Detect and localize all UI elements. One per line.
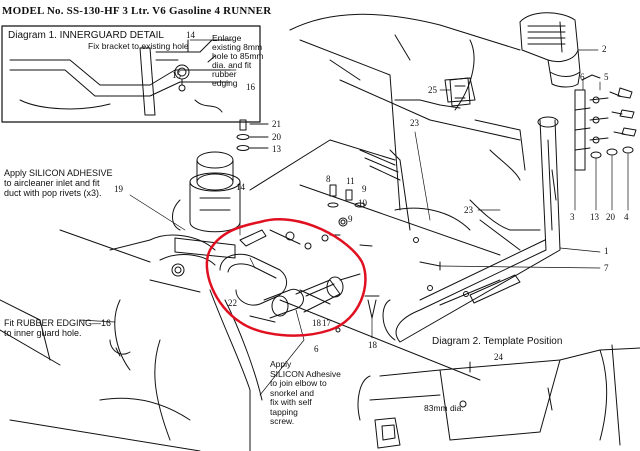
callout-18-low: 18 [368, 340, 377, 350]
silicon1-line-2: to aircleaner inlet and fit [4, 178, 100, 188]
snorkel-body [382, 116, 561, 343]
enlarge-line-1: Enlarge [212, 33, 242, 43]
callout-2: 2 [602, 44, 607, 54]
fastener-7 [419, 261, 441, 271]
bolt-stack-middle [327, 184, 366, 227]
callout-22: 22 [228, 298, 237, 308]
diagram2-part-24: 24 [494, 352, 503, 362]
callout-10: 10 [358, 198, 367, 208]
callout-3: 3 [570, 212, 575, 222]
enlarge-line-3: hole to 85mm [212, 51, 264, 61]
diagram1-frame [1, 25, 261, 123]
callout-20-right: 20 [606, 212, 615, 222]
callout-21: 21 [272, 119, 281, 129]
silicon2-line-2: SILICON Adhesive [270, 368, 341, 379]
callout-20-left: 20 [272, 132, 281, 142]
silicon2-line-6: tapping [270, 406, 298, 417]
enlarge-line-2: existing 8mm [212, 42, 263, 52]
elbow-assembly [219, 229, 361, 323]
callout-4: 4 [624, 212, 629, 222]
callout-5: 5 [604, 72, 609, 82]
diagram2-drawing [357, 344, 640, 449]
silicon2-line-7: screw. [270, 416, 295, 426]
callout-23-top: 23 [410, 118, 419, 128]
callout-9-top: 9 [362, 184, 367, 194]
diagram2-title: Diagram 2. Template Position [432, 336, 563, 347]
callout-13-left: 13 [272, 144, 281, 154]
callout-1: 1 [604, 246, 609, 256]
fastener-18 [364, 295, 380, 319]
diagram1-fix-note: Fix bracket to existing hole [88, 41, 189, 51]
silicon1-line-3: duct with pop rivets (x3). [4, 188, 102, 198]
enlarge-line-5: rubber [212, 69, 237, 79]
enlarge-line-4: dia. and fit [212, 60, 252, 70]
mounting-bracket [574, 74, 637, 171]
silicon2-line-4: snorkel and [270, 387, 314, 398]
diagram1-enlarge-note: Enlarge existing 8mm hole to 85mm dia. a… [212, 34, 264, 88]
diagram1-title: Diagram 1. INNERGUARD DETAIL [8, 30, 164, 41]
callout-7: 7 [604, 263, 609, 273]
diagram1-part-15: 15 [172, 70, 181, 80]
callout-17: 17 [322, 318, 331, 328]
body-panels [249, 13, 526, 381]
fender-drawing [0, 229, 263, 451]
note-silicon-elbow: Apply SILICON Adhesive to join elbow to … [270, 359, 341, 427]
callout-11: 11 [346, 176, 355, 186]
silicon2-line-3: to join elbow to [270, 378, 327, 388]
silicon1-line-1: Apply SILICON ADHESIVE [4, 168, 113, 178]
callout-9-low: 9 [348, 214, 353, 224]
note-rubber-edging: Fit RUBBER EDGING—16 to inner guard hole… [4, 318, 111, 338]
callout-23-mid: 23 [464, 205, 473, 215]
diagram1-part-14: 14 [186, 30, 195, 40]
rubber-line-1: Fit RUBBER EDGING—16 [4, 318, 112, 328]
bolt-stack-left [236, 119, 269, 151]
model-header: MODEL No. SS-130-HF 3 Ltr. V6 Gasoline 4… [2, 5, 272, 17]
highlight-loop [205, 218, 367, 337]
callout-19: 19 [114, 184, 123, 194]
rubber-line-2: to inner guard hole. [4, 328, 82, 338]
callout-14: 14 [236, 182, 245, 192]
snorkel-head [519, 12, 581, 88]
aircleaner-drawing [172, 151, 241, 259]
diagram2-hole-label: 83mm dia. [424, 403, 464, 413]
bracket-25 [449, 77, 471, 107]
callout-8: 8 [326, 174, 331, 184]
callout-13-right: 13 [590, 212, 599, 222]
enlarge-line-6: edging [212, 78, 238, 88]
note-silicon-aircleaner: Apply SILICON ADHESIVE to aircleaner inl… [4, 168, 113, 198]
silicon2-line-5: fix with self [270, 397, 312, 407]
diagram1-drawing [9, 39, 231, 116]
callout-25: 25 [428, 85, 437, 95]
callout-6-low: 6 [314, 344, 319, 354]
callout-6-top: 6 [580, 72, 585, 82]
callout-18-mid: 18 [312, 318, 321, 328]
silicon2-line-1: Apply [270, 359, 292, 369]
diagram1-part-16: 16 [246, 82, 255, 92]
